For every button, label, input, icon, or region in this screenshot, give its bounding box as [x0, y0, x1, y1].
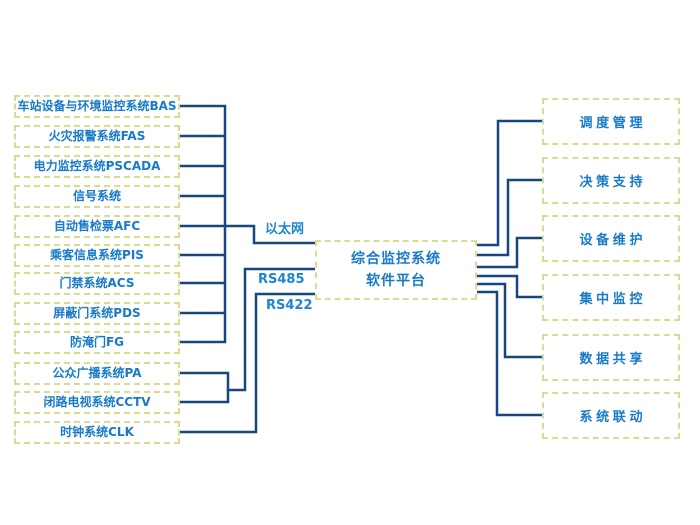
left-system-box: 时钟系统CLK	[14, 420, 180, 444]
link-line-linkage	[475, 290, 544, 417]
right-function-box: 数据共享	[542, 333, 680, 381]
rs485-link-label: RS485	[258, 272, 305, 287]
left-system-box: 公众广播系统PA	[14, 361, 180, 385]
link-line-dispatch	[475, 119, 544, 247]
link-line-monitoring	[475, 274, 544, 299]
link-line-sharing	[475, 282, 544, 359]
left-system-box: 火灾报警系统FAS	[14, 124, 180, 148]
platform-title-line1: 综合监控系统	[351, 251, 441, 267]
rs422-link-label: RS422	[266, 298, 313, 313]
right-function-box: 调度管理	[542, 97, 680, 145]
right-function-box: 设备维护	[542, 214, 680, 262]
pa-cctv-bus-line	[178, 371, 230, 404]
right-function-box: 集中监控	[542, 273, 680, 321]
right-function-box: 系统联动	[542, 391, 680, 439]
rs485-link-line	[226, 267, 317, 392]
left-bus-line	[178, 104, 227, 344]
platform-title-line2: 软件平台	[366, 273, 426, 289]
left-system-box: 乘客信息系统PIS	[14, 243, 180, 267]
left-system-box: 信号系统	[14, 184, 180, 208]
platform-box: 综合监控系统 软件平台	[315, 240, 477, 300]
left-system-box: 自动售检票AFC	[14, 214, 180, 238]
left-system-box: 防淹门FG	[14, 330, 180, 354]
rs422-link-line	[178, 292, 317, 434]
left-system-box: 屏蔽门系统PDS	[14, 301, 180, 325]
left-system-box: 闭路电视系统CCTV	[14, 390, 180, 414]
link-line-maintenance	[475, 236, 544, 269]
link-line-decision	[475, 178, 544, 257]
left-system-box: 车站设备与环境监控系统BAS	[14, 94, 180, 118]
ethernet-link-line	[178, 224, 317, 245]
ethernet-link-label: 以太网	[265, 222, 305, 237]
left-system-box: 电力监控系统PSCADA	[14, 154, 180, 178]
right-function-box: 决策支持	[542, 156, 680, 204]
left-system-box: 门禁系统ACS	[14, 271, 180, 295]
